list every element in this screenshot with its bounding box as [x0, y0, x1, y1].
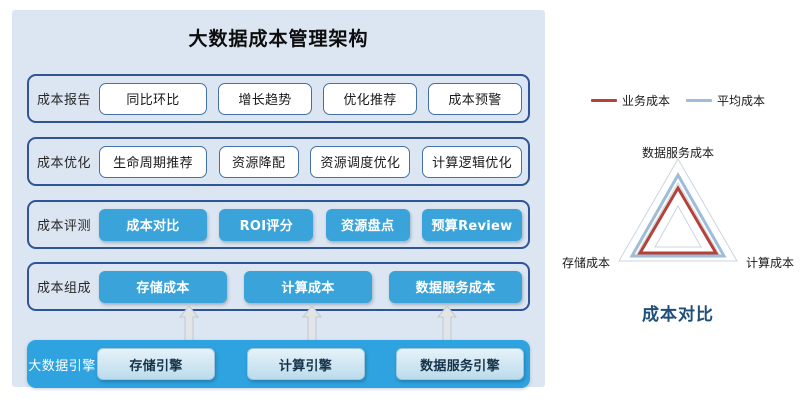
arrow-up-compute-icon [302, 306, 322, 342]
chip-group-cost-composition: 存储成本 计算成本 数据服务成本 [99, 270, 528, 303]
layer-label-cost-assess: 成本评测 [36, 219, 91, 234]
legend-item-average-cost[interactable]: 平均成本 [686, 92, 765, 109]
chip-ziyuandiaoduyouhua[interactable]: 资源调度优化 [310, 145, 411, 178]
arrow-up-storage-icon [179, 306, 199, 342]
chip-roipingfen[interactable]: ROI评分 [219, 208, 314, 241]
layer-row-cost-assess[interactable]: 成本评测 成本对比 ROI评分 资源盘点 预算Review [27, 200, 530, 249]
layer-label-bigdata-engine: 大数据引擎 [28, 358, 96, 374]
layer-label-cost-optimize: 成本优化 [36, 156, 91, 171]
chip-group-bigdata-engine: 存储引擎 计算引擎 数据服务引擎 [97, 348, 530, 380]
chip-cunchuchengben[interactable]: 存储成本 [99, 270, 227, 303]
chip-ziyuanpandian[interactable]: 资源盘点 [325, 208, 410, 241]
axis-label-compute-cost: 计算成本 [745, 256, 794, 270]
chart-legend: 业务成本 平均成本 [556, 92, 800, 109]
legend-label-business-cost: 业务成本 [621, 94, 670, 108]
chip-jisuanluojiyouhua[interactable]: 计算逻辑优化 [421, 145, 522, 178]
chip-tongbihuanbi[interactable]: 同比环比 [99, 82, 207, 115]
legend-item-business-cost[interactable]: 业务成本 [590, 92, 670, 109]
chip-jisuanyinqing[interactable]: 计算引擎 [246, 348, 365, 380]
layer-label-cost-report: 成本报告 [36, 93, 91, 108]
architecture-panel: 大数据成本管理架构 成本报告 同比环比 增长趋势 优化推荐 成本预警 成本优化 … [12, 10, 545, 388]
radar-chart-panel: 业务成本 平均成本 数据服务成本 存储成本 计算成本 成本对比 [556, 0, 800, 419]
page-title: 大数据成本管理架构 [188, 28, 369, 50]
layer-row-bigdata-engine[interactable]: 大数据引擎 存储引擎 计算引擎 数据服务引擎 [27, 340, 530, 388]
radar-series-average-cost [629, 171, 727, 258]
chip-group-cost-assess: 成本对比 ROI评分 资源盘点 预算Review [99, 208, 528, 241]
legend-swatch-business-cost [590, 99, 617, 102]
chip-ziyuanjiangpei[interactable]: 资源降配 [218, 145, 299, 178]
layer-label-cost-composition: 成本组成 [36, 281, 91, 296]
chip-chengbenduibi[interactable]: 成本对比 [99, 208, 207, 241]
legend-swatch-average-cost [686, 99, 712, 102]
chip-jisuanchengben[interactable]: 计算成本 [244, 270, 372, 303]
chip-zengzhangqushi[interactable]: 增长趋势 [218, 82, 312, 115]
layer-row-cost-report[interactable]: 成本报告 同比环比 增长趋势 优化推荐 成本预警 [27, 74, 530, 123]
arrow-up-dataservice-icon [437, 306, 457, 342]
chip-shujufuwuyinqing[interactable]: 数据服务引擎 [396, 348, 524, 380]
axis-label-storage-cost: 存储成本 [562, 256, 611, 270]
chip-group-cost-optimize: 生命周期推荐 资源降配 资源调度优化 计算逻辑优化 [99, 145, 528, 178]
chip-cunchuyinqing[interactable]: 存储引擎 [97, 348, 215, 380]
chip-yusuanreview[interactable]: 预算Review [421, 208, 522, 241]
legend-label-average-cost: 平均成本 [717, 94, 766, 108]
chip-group-cost-report: 同比环比 增长趋势 优化推荐 成本预警 [99, 82, 528, 115]
chip-shengmingzhouqituijian[interactable]: 生命周期推荐 [99, 145, 207, 178]
chip-youhuatuijian[interactable]: 优化推荐 [323, 82, 417, 115]
radar-plot [618, 158, 738, 262]
chip-chengbenyujing[interactable]: 成本预警 [428, 82, 522, 115]
chip-shujufuwuchengben[interactable]: 数据服务成本 [389, 270, 522, 303]
radar-series-business-cost [637, 185, 719, 255]
axis-label-data-service-cost: 数据服务成本 [641, 146, 714, 160]
chart-title: 成本对比 [642, 305, 714, 325]
layer-row-cost-optimize[interactable]: 成本优化 生命周期推荐 资源降配 资源调度优化 计算逻辑优化 [27, 137, 530, 186]
layer-row-cost-composition[interactable]: 成本组成 存储成本 计算成本 数据服务成本 [27, 262, 530, 311]
